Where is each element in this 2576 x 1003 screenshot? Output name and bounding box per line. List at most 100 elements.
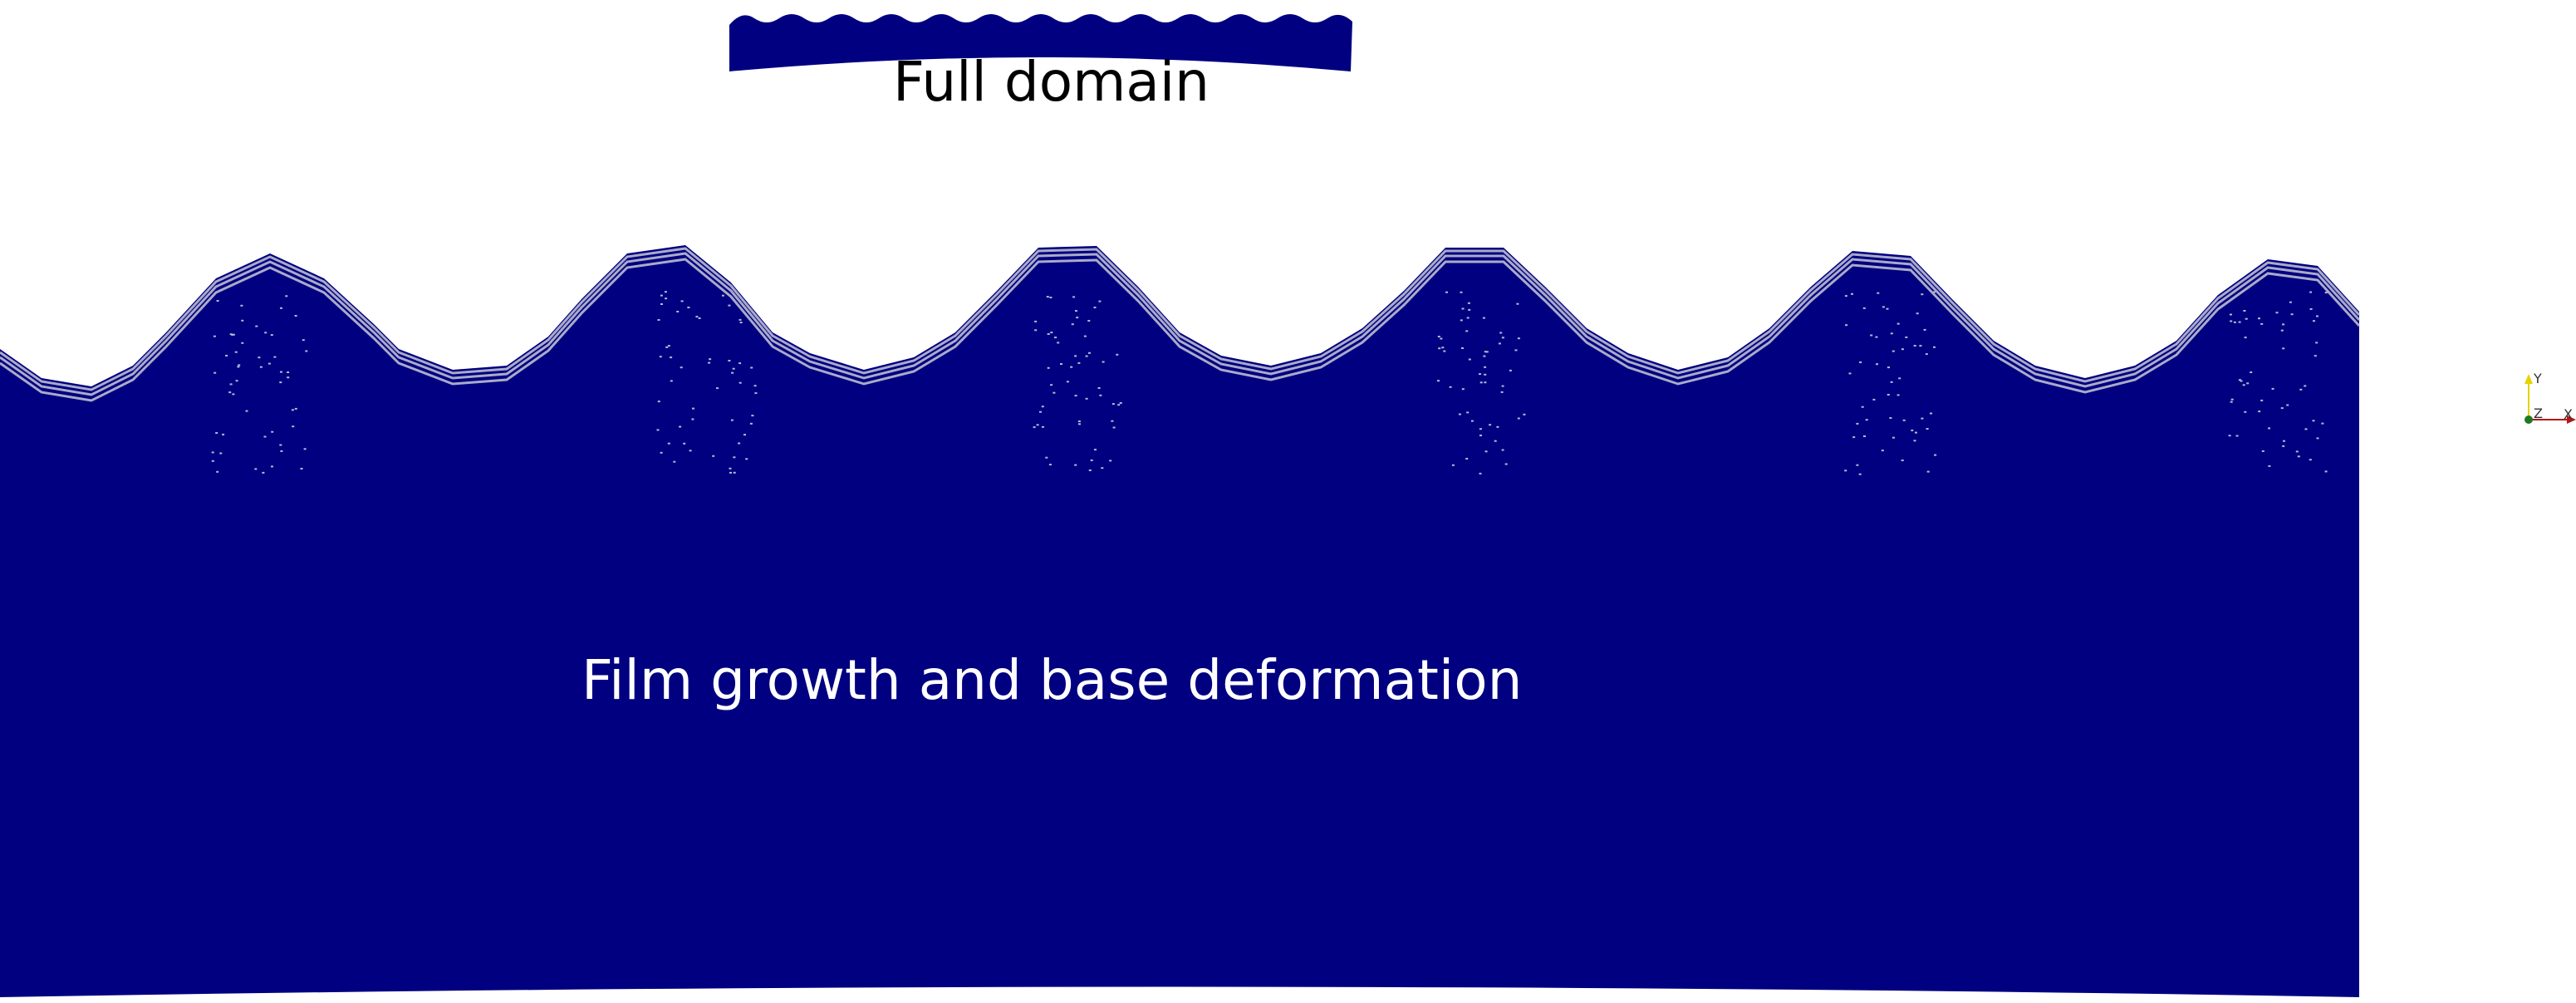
mesh-point xyxy=(753,385,757,387)
mesh-point xyxy=(280,371,282,373)
mesh-point xyxy=(1465,458,1469,460)
mesh-point xyxy=(1856,464,1859,466)
mesh-point xyxy=(1896,394,1900,396)
mesh-point xyxy=(211,460,214,462)
mesh-point xyxy=(728,360,731,361)
mesh-point xyxy=(1112,426,1116,429)
mesh-point xyxy=(1844,470,1847,472)
mesh-point xyxy=(270,334,273,337)
mesh-point xyxy=(1887,394,1890,396)
mesh-point xyxy=(1523,413,1526,415)
mesh-point xyxy=(1926,470,1930,473)
mesh-point xyxy=(731,371,734,374)
mesh-point xyxy=(1049,297,1052,298)
mesh-point xyxy=(1516,302,1519,305)
main-title: Film growth and base deformation xyxy=(581,648,1523,712)
mesh-point xyxy=(2282,347,2285,350)
mesh-point xyxy=(1036,424,1039,426)
mesh-point xyxy=(2230,313,2232,316)
mesh-point xyxy=(225,355,228,356)
mesh-point xyxy=(2313,355,2317,357)
mesh-point xyxy=(2238,379,2241,381)
mesh-point xyxy=(231,333,234,336)
mesh-point xyxy=(258,356,261,359)
mesh-point xyxy=(1482,317,1485,319)
mesh-point xyxy=(1902,419,1906,421)
mesh-point xyxy=(1923,328,1926,331)
mesh-point xyxy=(1102,361,1105,363)
mesh-point xyxy=(1499,332,1503,334)
mesh-point xyxy=(267,362,271,365)
mesh-point xyxy=(1461,307,1465,310)
mesh-point xyxy=(1517,337,1520,340)
mesh-point xyxy=(660,303,663,305)
mesh-point xyxy=(692,407,694,410)
mesh-point xyxy=(219,452,223,455)
mesh-point xyxy=(1066,381,1069,383)
mesh-point xyxy=(1852,436,1856,439)
mesh-point xyxy=(1057,342,1060,344)
mesh-point xyxy=(1479,435,1482,436)
mesh-point xyxy=(1926,428,1929,430)
mesh-point xyxy=(232,333,235,336)
mesh-point xyxy=(1872,398,1876,401)
mesh-point xyxy=(2309,308,2313,310)
mesh-point xyxy=(1052,391,1056,394)
mesh-point xyxy=(1054,337,1057,339)
mesh-point xyxy=(665,346,669,348)
mesh-point xyxy=(215,432,218,434)
mesh-point xyxy=(1042,425,1044,428)
mesh-point xyxy=(2309,459,2312,461)
mesh-point xyxy=(667,345,670,347)
mesh-point xyxy=(1034,329,1038,332)
mesh-point xyxy=(670,380,673,382)
mesh-point xyxy=(2235,435,2239,437)
mesh-point xyxy=(1934,454,1937,456)
mesh-point xyxy=(1501,385,1504,387)
mesh-point xyxy=(1845,324,1848,327)
mesh-point xyxy=(2230,401,2233,403)
mesh-point xyxy=(689,450,692,452)
mesh-point xyxy=(1489,424,1492,426)
z-axis-dot-icon xyxy=(2524,415,2533,424)
mesh-point xyxy=(749,422,753,425)
mesh-point xyxy=(2238,321,2241,323)
mesh-point xyxy=(1437,380,1440,382)
mesh-point xyxy=(667,442,670,445)
mesh-point xyxy=(2316,315,2318,317)
mesh-point xyxy=(2313,320,2315,322)
mesh-point xyxy=(743,434,746,436)
mesh-point xyxy=(1119,402,1122,404)
mesh-point xyxy=(1517,417,1520,420)
mesh-point xyxy=(1460,291,1463,293)
mesh-point xyxy=(237,366,240,368)
mesh-point xyxy=(1892,436,1895,439)
mesh-point xyxy=(1925,353,1928,356)
mesh-point xyxy=(1896,322,1900,325)
mesh-point xyxy=(1467,302,1470,304)
mesh-point xyxy=(1441,347,1445,349)
mesh-point xyxy=(1047,333,1050,335)
mesh-point xyxy=(294,407,297,410)
full-domain-shape xyxy=(729,14,1352,71)
mesh-point xyxy=(1500,391,1504,393)
mesh-point xyxy=(2321,422,2324,425)
mesh-point xyxy=(2324,292,2328,294)
mesh-point xyxy=(657,401,660,403)
mesh-point xyxy=(216,300,219,302)
mesh-point xyxy=(2244,337,2247,339)
mesh-point xyxy=(2275,312,2279,314)
film-layer-line xyxy=(0,252,2361,396)
mesh-point xyxy=(302,339,305,342)
full-domain-inset xyxy=(729,14,1352,71)
film-layer-line xyxy=(0,247,2361,391)
mesh-point xyxy=(1484,450,1488,453)
mesh-point xyxy=(2280,329,2284,332)
mesh-point xyxy=(240,304,243,307)
mesh-point xyxy=(2230,320,2233,322)
film-layer-lines xyxy=(0,247,2361,402)
mesh-point xyxy=(1460,319,1463,322)
mesh-point xyxy=(721,294,724,297)
mesh-point xyxy=(698,317,701,319)
